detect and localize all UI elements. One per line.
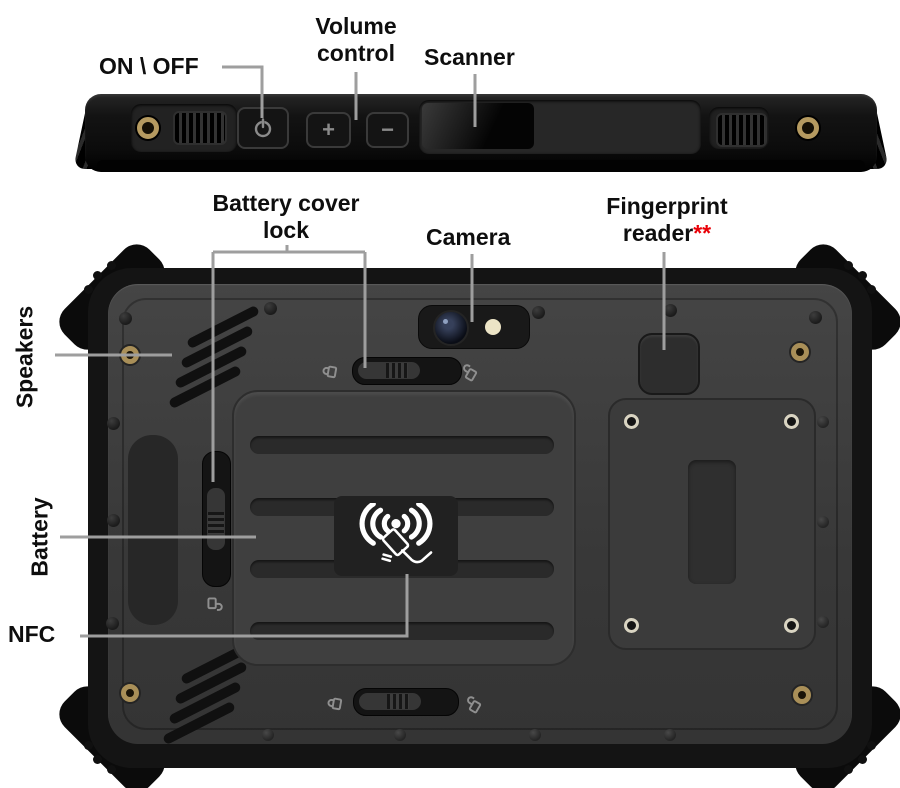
battery-lock-slider-left [202, 451, 231, 587]
gold-screw [121, 346, 139, 364]
fingerprint-reader-pad [638, 333, 700, 395]
screw [119, 312, 132, 325]
top-edge-view: + − [73, 94, 889, 172]
camera-module [418, 305, 530, 349]
volume-up-button: + [306, 112, 351, 148]
camera-lens [433, 310, 469, 346]
bumper-tooth [867, 285, 876, 294]
bumper-tooth [858, 271, 867, 280]
panel-screw [624, 618, 639, 633]
plus-icon: + [322, 117, 335, 142]
open-padlock-icon [467, 696, 482, 714]
gold-screw [791, 343, 809, 361]
minus-icon: − [381, 117, 394, 142]
bumper-tooth [844, 261, 853, 270]
open-padlock-icon [207, 597, 223, 611]
label-battery: Battery [26, 497, 53, 577]
left-grip-inset [128, 435, 178, 625]
gold-screw [121, 684, 139, 702]
power-button [237, 107, 289, 149]
cover-groove [250, 622, 554, 640]
edge-bump [262, 729, 274, 741]
battery-cover [232, 390, 576, 666]
nfc-area [334, 496, 458, 576]
top-edge-base-shadow [97, 160, 865, 172]
audio-jack-port [137, 117, 159, 139]
expansion-panel [608, 398, 816, 650]
panel-slot [688, 460, 736, 584]
edge-bump [394, 729, 406, 741]
label-fingerprint-reader: Fingerprint reader** [596, 193, 738, 247]
cover-groove [250, 436, 554, 454]
nfc-tap-icon [359, 503, 433, 564]
closed-padlock-icon [322, 365, 338, 379]
fingerprint-asterisks: ** [693, 220, 712, 247]
gold-screw [793, 686, 811, 704]
bumper-tooth [107, 261, 116, 270]
screw [809, 311, 822, 324]
label-volume-control: Volume control [315, 13, 397, 67]
open-padlock-icon [463, 364, 478, 382]
volume-down-button: − [366, 112, 409, 148]
bumper-tooth [93, 755, 102, 764]
screw [106, 617, 119, 630]
edge-bump [664, 729, 676, 741]
programmable-button [173, 111, 227, 145]
bumper-tooth [844, 765, 853, 774]
scanner-window [422, 103, 534, 149]
label-nfc: NFC [8, 621, 56, 647]
camera-flash-led [485, 319, 501, 335]
label-speakers: Speakers [11, 305, 38, 409]
bumper-tooth [107, 765, 116, 774]
screw [664, 304, 677, 317]
label-camera: Camera [426, 224, 511, 250]
label-battery-cover-lock: Battery cover lock [212, 190, 360, 244]
edge-bump [817, 616, 829, 628]
closed-padlock-icon [327, 697, 343, 711]
edge-bump [817, 416, 829, 428]
label-on-off: ON \ OFF [99, 53, 199, 79]
label-fingerprint-text: Fingerprint reader [606, 193, 728, 247]
battery-lock-slider-top [352, 357, 462, 385]
battery-lock-slider-bottom [353, 688, 459, 716]
edge-bump [529, 729, 541, 741]
back-view [51, 236, 900, 788]
panel-screw [784, 618, 799, 633]
edge-bump [817, 516, 829, 528]
back-face-seam [122, 298, 838, 730]
panel-screw [624, 414, 639, 429]
bumper-tooth [867, 741, 876, 750]
panel-screw [784, 414, 799, 429]
screw [264, 302, 277, 315]
bumper-tooth [84, 741, 93, 750]
screw [107, 417, 120, 430]
label-scanner: Scanner [424, 44, 515, 70]
bumper-tooth [84, 285, 93, 294]
scanner-recess [419, 100, 701, 154]
screw [532, 306, 545, 319]
bumper-tooth [93, 271, 102, 280]
bumper-tooth [858, 755, 867, 764]
power-icon [254, 118, 272, 138]
scan-trigger-button [716, 113, 767, 147]
right-audio-port [797, 117, 819, 139]
screw [107, 514, 120, 527]
